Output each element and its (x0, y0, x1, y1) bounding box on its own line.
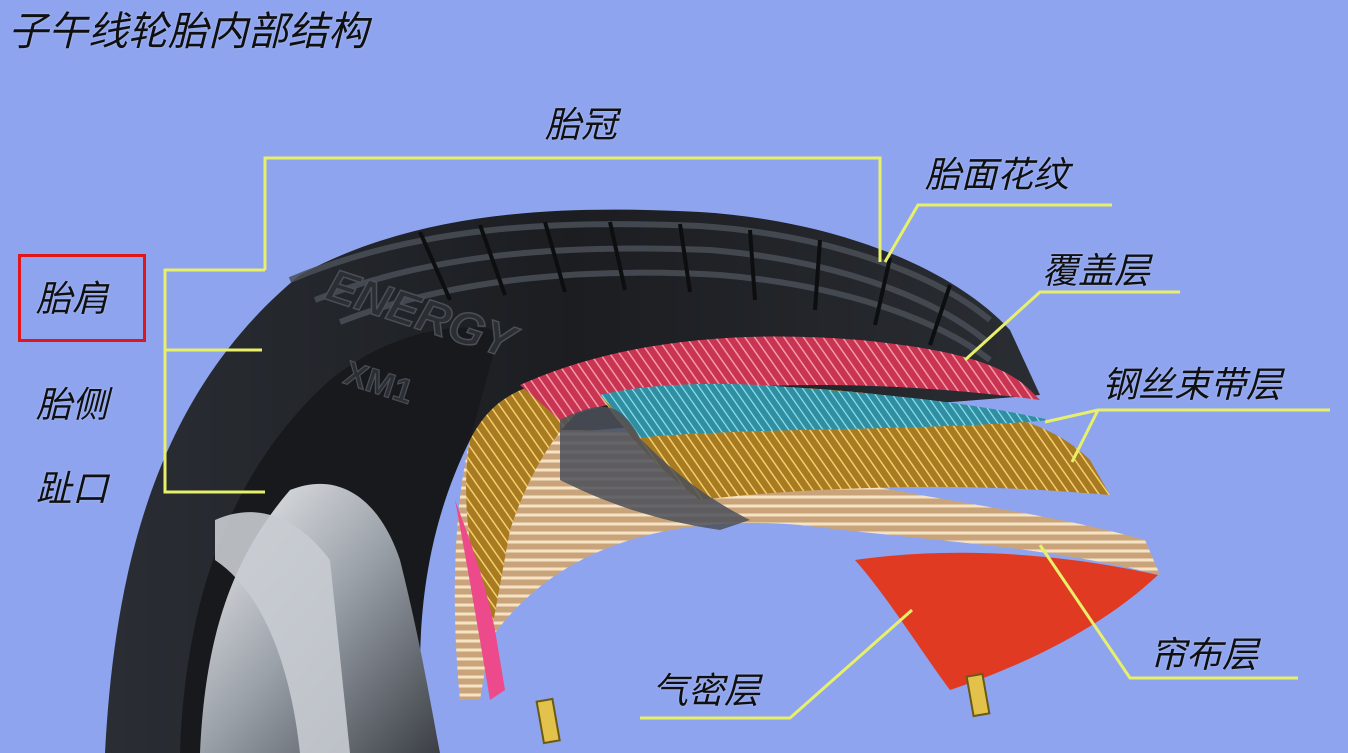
body-ply-leader (1038, 544, 1298, 680)
label-bead: 趾口 (36, 469, 109, 510)
tread-sipes (418, 221, 952, 346)
steel-belt-leader-2 (1070, 409, 1100, 463)
label-tread-pattern: 胎面花纹 (925, 155, 1070, 196)
valve-right (965, 672, 991, 718)
label-shoulder: 胎肩 (36, 279, 109, 320)
label-body-ply: 帘布层 (1150, 635, 1259, 676)
side-gold-layer (466, 380, 600, 640)
ply-grey-section (560, 406, 750, 530)
crown-bracket (263, 156, 882, 270)
inner-liner-layer (855, 552, 1158, 690)
label-steel-belt: 钢丝束带层 (1102, 365, 1283, 406)
leader-lines (163, 156, 1330, 720)
tread-grooves (288, 221, 992, 363)
valve-left (535, 697, 561, 745)
page-title: 子午线轮胎内部结构 (8, 9, 368, 55)
inner-liner-leader (640, 608, 913, 720)
shoulder-bracket (163, 268, 265, 494)
steel-belt-leader (1044, 408, 1330, 424)
label-crown: 胎冠 (545, 105, 618, 146)
shoulder-highlight-box (18, 254, 146, 342)
inner-liner-edge (455, 500, 505, 700)
tread-pattern-leader (883, 203, 1112, 263)
cap-ply-leader (963, 290, 1180, 362)
cap-ply-layer (520, 336, 1040, 420)
label-cap-ply: 覆盖层 (1042, 251, 1151, 292)
label-sidewall: 胎侧 (36, 385, 109, 426)
steel-belt-top-layer (600, 383, 1050, 438)
rim-spoke (215, 512, 350, 753)
label-inner-liner: 气密层 (652, 671, 761, 712)
